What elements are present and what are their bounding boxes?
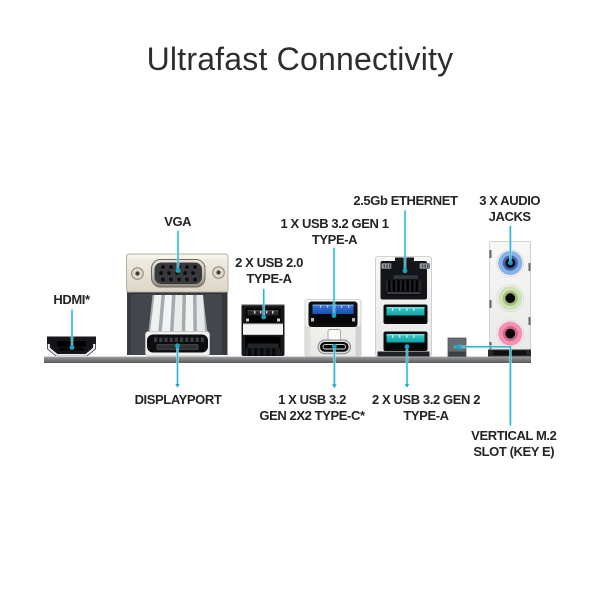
vga-pins xyxy=(159,265,197,282)
vga-port xyxy=(126,253,229,293)
callout-dots xyxy=(69,260,513,350)
audio-jack-line-out xyxy=(496,284,525,313)
displayport-label: DISPLAYPORT xyxy=(134,391,222,407)
usb3gen2-port-1 xyxy=(383,304,428,324)
callout-lines xyxy=(69,209,513,427)
pcb-edge-strip xyxy=(44,356,531,363)
displayport-teeth xyxy=(154,337,204,342)
vga-label: VGA xyxy=(164,214,192,229)
page-title: Ultrafast Connectivity xyxy=(146,41,454,77)
callout-line-cores xyxy=(71,210,512,426)
callout-arrowheads xyxy=(175,343,461,389)
vga-ribbon-cables xyxy=(147,295,209,341)
usb2-bottom-ribs xyxy=(246,348,280,356)
m2-callout-line xyxy=(454,346,512,426)
ethernet-usb3gen2-module xyxy=(375,256,432,357)
hdmi-label: HDMI* xyxy=(53,292,90,307)
usb2-top-contacts xyxy=(254,311,274,314)
audio-jack-mic xyxy=(496,319,525,348)
ethernet-label: 2.5Gb ETHERNET xyxy=(353,193,458,208)
ethernet-teeth xyxy=(388,280,419,291)
